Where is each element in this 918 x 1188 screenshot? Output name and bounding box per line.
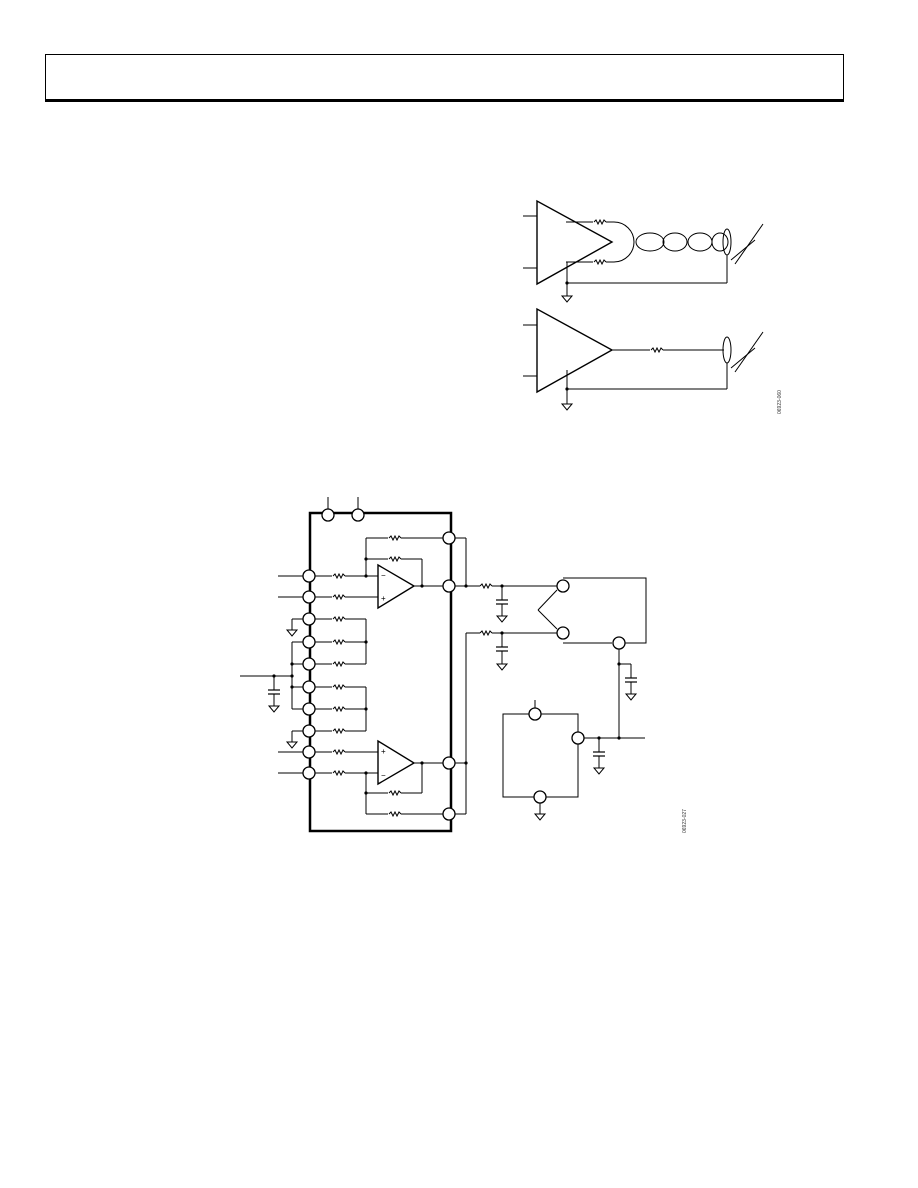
reference-output-capacitor — [592, 751, 606, 757]
left-pin-ground-icon-bottom — [286, 737, 298, 749]
top-supply-pin-1 — [321, 508, 335, 522]
figure-2-code: 06923-027 — [682, 809, 688, 833]
upper-cable-end — [722, 228, 732, 256]
output-ground-icon-top — [496, 611, 508, 623]
upper-amplifier-triangle — [536, 199, 614, 286]
upper-ground-icon — [561, 291, 573, 303]
lower-series-resistor — [650, 347, 664, 353]
output-resistor-top — [479, 583, 493, 589]
top-supply-pin-2 — [351, 508, 365, 522]
lower-cable-end — [722, 336, 732, 364]
output-resistor-bottom — [479, 630, 493, 636]
internal-resistor-network — [315, 573, 378, 776]
upper-resistor-top — [593, 219, 607, 225]
adc-block — [537, 577, 647, 738]
twisted-pair-loop — [613, 221, 635, 263]
upper-driver-stage — [523, 199, 764, 303]
lower-driver-stage — [523, 307, 764, 411]
lower-amplifier-triangle — [536, 307, 614, 394]
svg-text:−: − — [381, 771, 386, 780]
reference-block-ground-icon — [534, 809, 546, 821]
svg-text:+: + — [381, 594, 386, 603]
output-ground-icon-bottom — [496, 659, 508, 671]
reference-ground-icon — [268, 701, 280, 713]
output-capacitor-bottom — [495, 646, 509, 652]
svg-text:+: + — [381, 747, 386, 756]
cable-drive-figure: 06923-060 — [523, 199, 783, 414]
right-pin-column — [442, 531, 456, 821]
upper-resistor-bottom — [593, 259, 607, 265]
ic-package-outline — [308, 511, 453, 833]
output-capacitor-top — [495, 599, 509, 605]
bottom-op-amp: + − — [364, 739, 443, 817]
top-op-amp: − + — [364, 535, 443, 610]
reference-capacitor — [267, 689, 281, 695]
adc-ground-icon — [625, 689, 637, 701]
reference-output-ground-icon — [593, 763, 605, 775]
lower-ground-icon — [561, 399, 573, 411]
svg-text:−: − — [381, 571, 386, 580]
left-pin-ground-icon-top — [286, 625, 298, 637]
dual-amp-circuit-figure: − + + − — [240, 497, 688, 833]
page-header-box — [45, 54, 844, 102]
adc-reference-capacitor — [624, 677, 638, 683]
reference-block — [502, 700, 645, 821]
figure-1-code: 06923-060 — [777, 390, 783, 414]
